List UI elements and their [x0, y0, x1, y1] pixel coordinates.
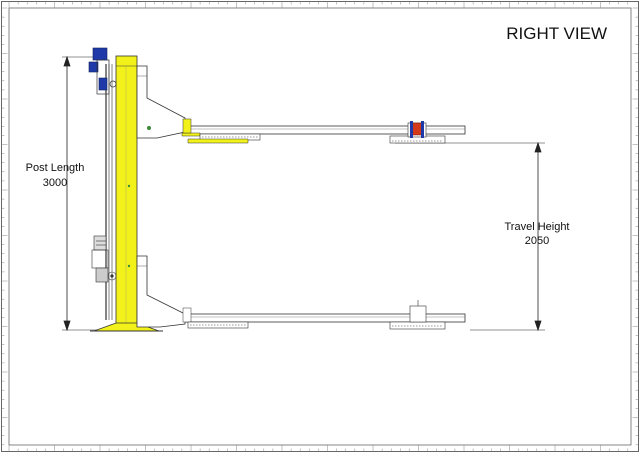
lower-runner-plate	[389, 321, 446, 330]
lift-post	[90, 55, 163, 332]
lower-lock-housing	[409, 305, 427, 323]
pump-unit-icon	[91, 235, 117, 283]
safety-lock-icon	[407, 121, 427, 138]
lower-carriage-bracket	[136, 255, 186, 328]
post-column	[115, 55, 138, 332]
post-length-value: 3000	[43, 177, 67, 189]
lower-platform-arm	[182, 300, 466, 330]
inner-frame	[8, 7, 632, 446]
post-length-label: Post Length	[26, 162, 85, 174]
motor-icon	[88, 47, 117, 95]
travel-height-label: Travel Height	[504, 221, 569, 233]
travel-height-dimension	[395, 141, 545, 332]
post-length-dimension	[62, 55, 100, 332]
upper-runner-yellow	[187, 138, 249, 144]
travel-height-value: 2050	[525, 235, 549, 247]
view-title: RIGHT VIEW	[506, 24, 607, 43]
upper-carriage-bracket	[136, 65, 186, 139]
